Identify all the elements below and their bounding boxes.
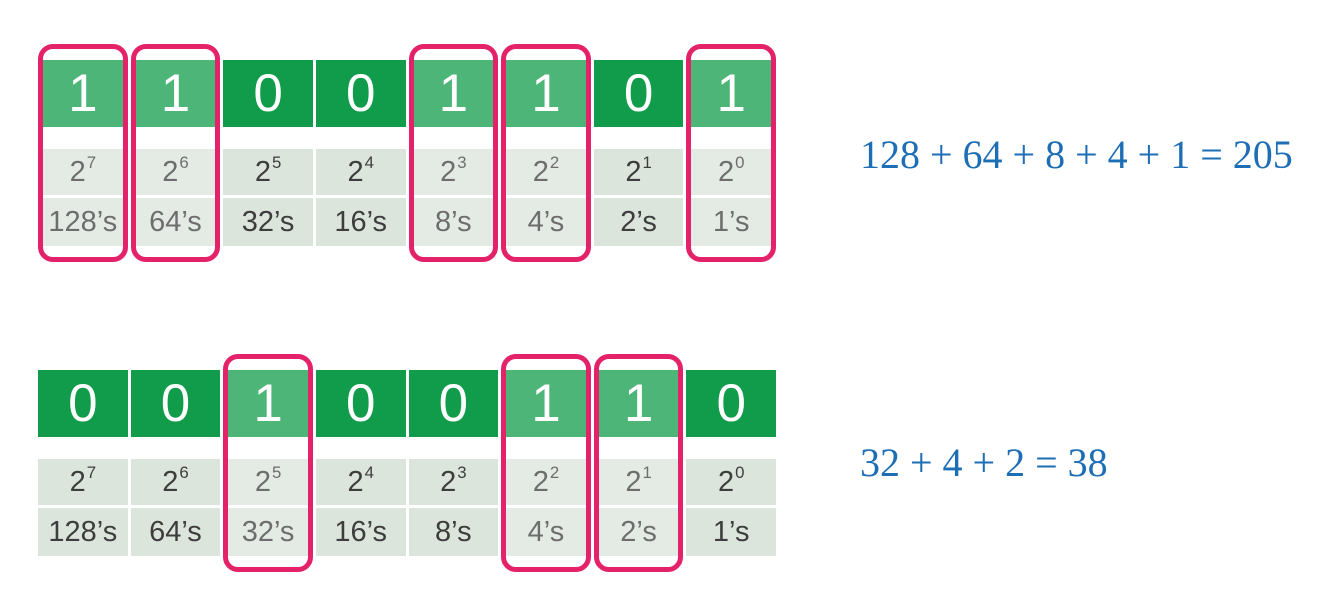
binary-digit-cell: 1 xyxy=(408,60,499,127)
power-exponent: 6 xyxy=(179,462,189,482)
binary-digit-cell: 0 xyxy=(408,370,499,437)
place-label-cell: 32’s xyxy=(223,198,313,246)
binary-digit-cell: 1 xyxy=(593,370,684,437)
power-exponent: 7 xyxy=(86,152,97,172)
place-label-cell: 32’s xyxy=(223,508,313,556)
binary-digit-cell: 1 xyxy=(501,60,591,127)
equation-top: 128 + 64 + 8 + 4 + 1 = 205 xyxy=(860,132,1293,177)
power-base: 2 xyxy=(532,155,549,188)
place-label-cell: 64’s xyxy=(130,508,221,556)
power-exponent: 0 xyxy=(735,152,745,172)
binary-digit-cell: 1 xyxy=(130,60,221,127)
binary-digit-cell: 1 xyxy=(223,370,313,437)
place-label-cell: 16’s xyxy=(315,508,406,556)
binary-digit-cell: 1 xyxy=(501,370,591,437)
power-base: 2 xyxy=(532,465,549,498)
power-base: 2 xyxy=(69,155,86,188)
place-label-cell: 4’s xyxy=(501,198,591,246)
equation-bottom: 32 + 4 + 2 = 38 xyxy=(860,440,1108,485)
power-base: 2 xyxy=(347,155,364,188)
power-base: 2 xyxy=(254,465,271,498)
power-base: 2 xyxy=(625,155,642,188)
power-base: 2 xyxy=(162,155,179,188)
power-exponent: 2 xyxy=(549,152,560,172)
place-label-cell: 8’s xyxy=(408,508,499,556)
place-label-cell: 2’s xyxy=(593,198,684,246)
place-label-cell: 16’s xyxy=(315,198,406,246)
place-label-cell: 1’s xyxy=(686,508,776,556)
place-label-cell: 1’s xyxy=(686,198,776,246)
power-exponent: 1 xyxy=(642,152,652,172)
binary-digit-cell: 0 xyxy=(686,370,776,437)
power-base: 2 xyxy=(625,465,642,498)
power-exponent: 4 xyxy=(364,462,374,482)
power-base: 2 xyxy=(717,155,735,188)
power-base: 2 xyxy=(717,465,735,498)
power-base: 2 xyxy=(440,155,457,188)
binary-digit-cell: 0 xyxy=(130,370,221,437)
power-exponent: 0 xyxy=(735,462,745,482)
power-exponent: 6 xyxy=(179,152,189,172)
place-label-cell: 128’s xyxy=(38,508,128,556)
power-exponent: 5 xyxy=(271,462,282,482)
binary-digit-cell: 1 xyxy=(38,60,128,127)
place-label-cell: 64’s xyxy=(130,198,221,246)
power-exponent: 1 xyxy=(642,462,652,482)
binary-digit-cell: 1 xyxy=(686,60,776,127)
binary-digit-cell: 0 xyxy=(223,60,313,127)
power-base: 2 xyxy=(440,465,457,498)
power-exponent: 2 xyxy=(549,462,560,482)
power-exponent: 3 xyxy=(457,462,467,482)
place-label-cell: 128’s xyxy=(38,198,128,246)
binary-digit-cell: 0 xyxy=(315,370,406,437)
power-exponent: 7 xyxy=(86,462,97,482)
binary-digit-cell: 0 xyxy=(38,370,128,437)
power-exponent: 5 xyxy=(271,152,282,172)
power-base: 2 xyxy=(254,155,271,188)
power-exponent: 3 xyxy=(457,152,467,172)
power-exponent: 4 xyxy=(364,152,374,172)
place-label-cell: 2’s xyxy=(593,508,684,556)
power-base: 2 xyxy=(347,465,364,498)
power-base: 2 xyxy=(162,465,179,498)
power-base: 2 xyxy=(69,465,86,498)
binary-digit-cell: 0 xyxy=(315,60,406,127)
place-label-cell: 8’s xyxy=(408,198,499,246)
place-label-cell: 4’s xyxy=(501,508,591,556)
binary-digit-cell: 0 xyxy=(593,60,684,127)
